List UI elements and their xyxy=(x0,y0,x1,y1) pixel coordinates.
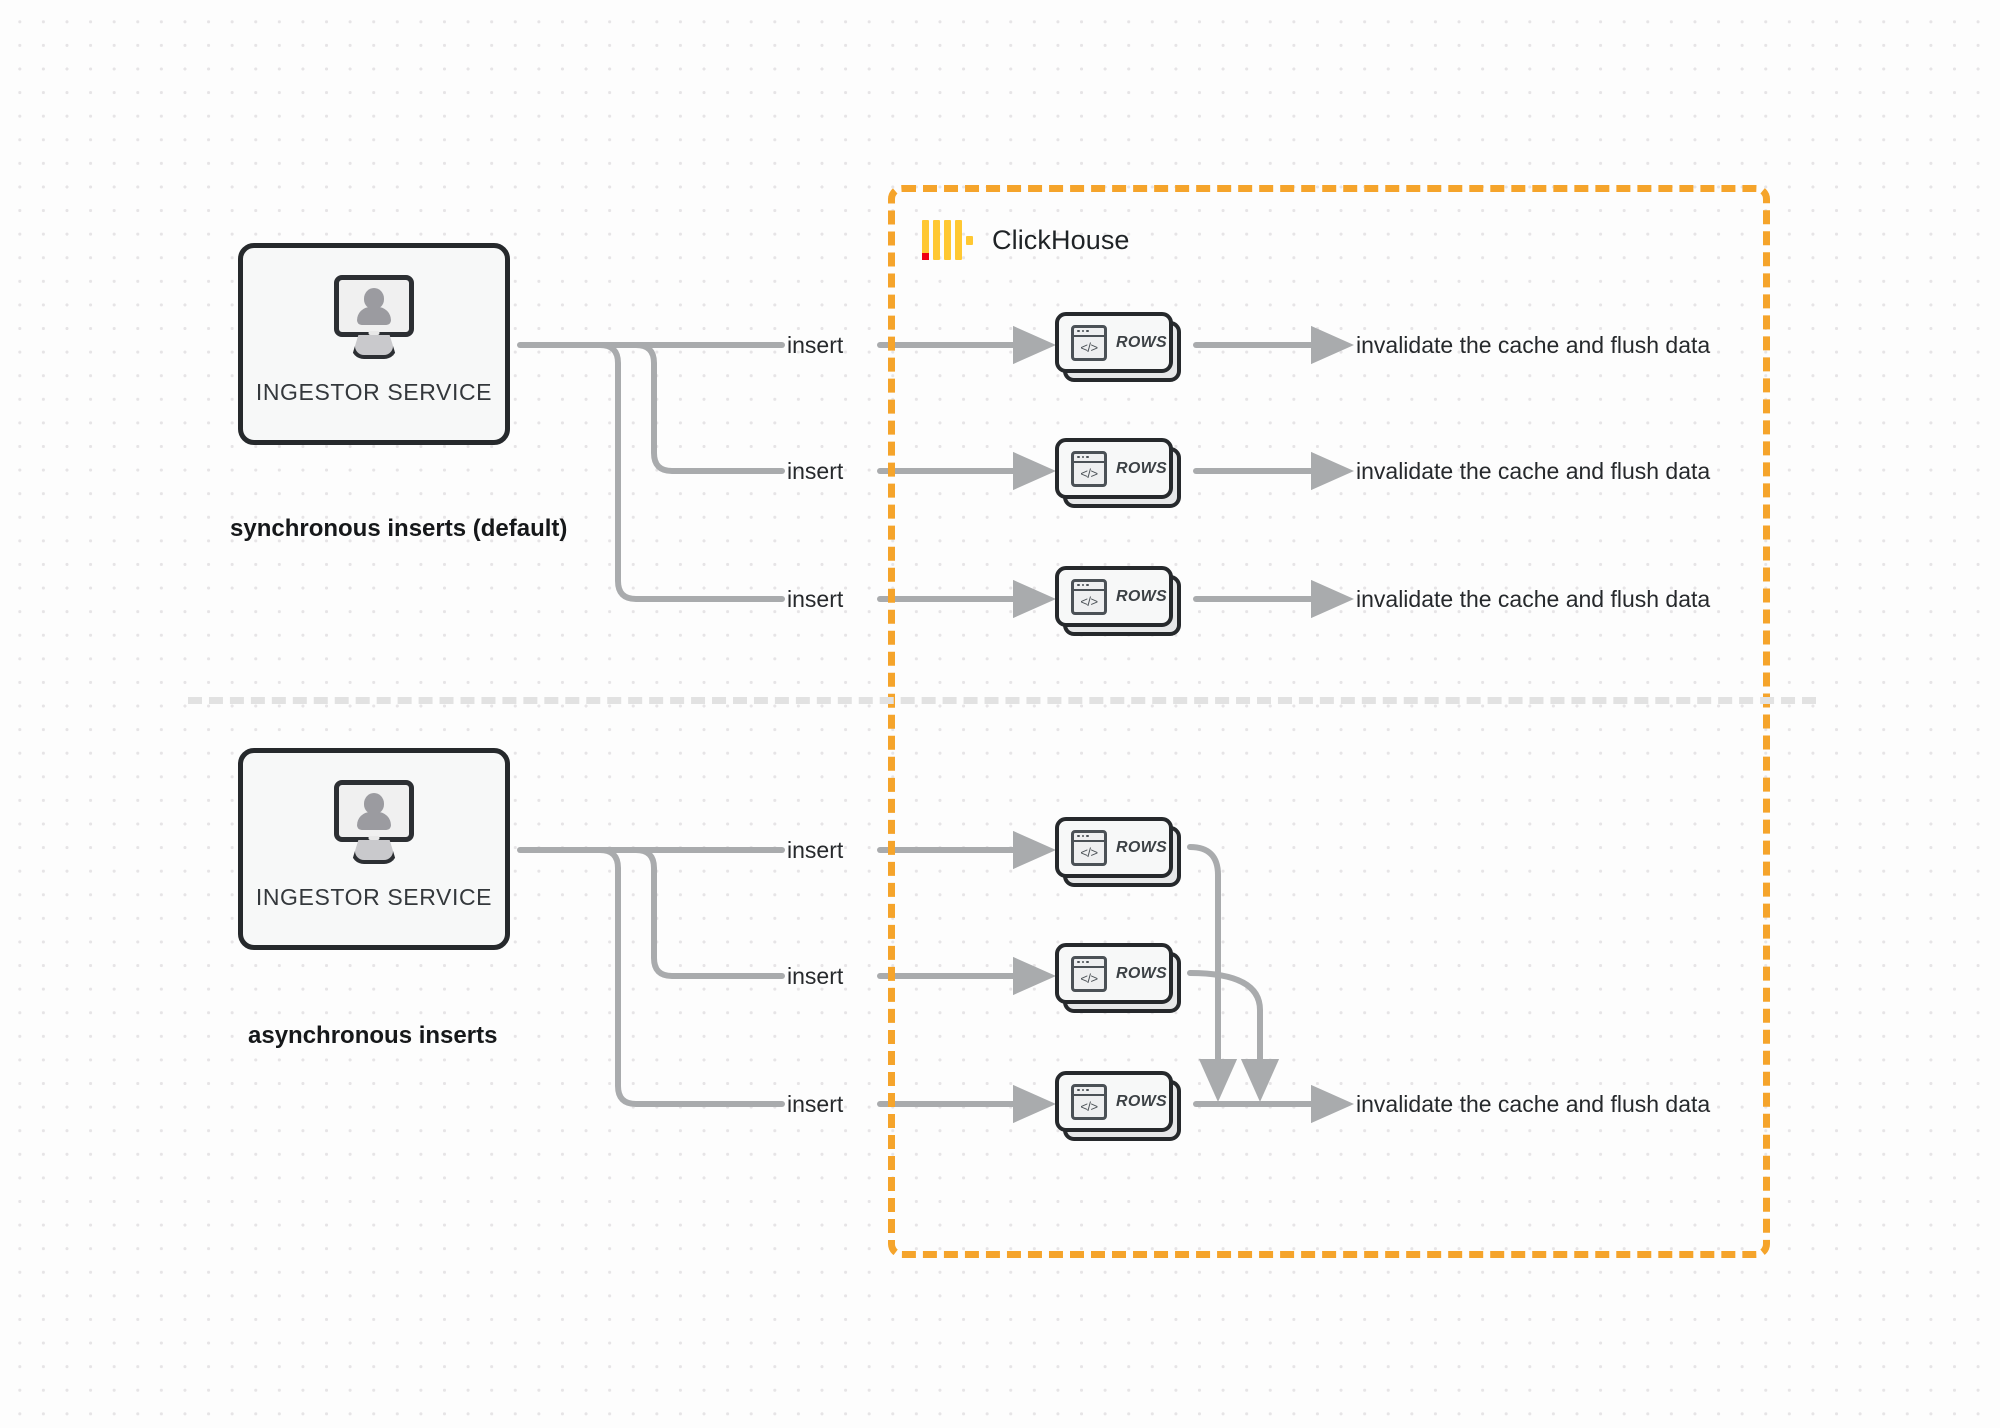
ingestor-service-async[interactable]: INGESTOR SERVICE xyxy=(238,748,510,950)
async-fanout-lines xyxy=(517,847,785,1107)
insert-label-sync-3: insert xyxy=(787,586,844,612)
rows-card-sync-2[interactable]: </> ROWS xyxy=(1055,438,1181,508)
code-glyph: </> xyxy=(1080,844,1098,860)
sync-insert-arrows xyxy=(877,325,1056,619)
rows-card-async-1[interactable]: </> ROWS xyxy=(1055,817,1181,887)
insert-label-sync-1: insert xyxy=(787,332,844,358)
monitor-user-icon xyxy=(326,780,422,864)
outcome-label-async-merged: invalidate the cache and flush data xyxy=(1356,1091,1711,1117)
rows-card-label-async-2: ROWS xyxy=(1116,964,1167,982)
rows-card-front-async-3: </> ROWS xyxy=(1055,1071,1173,1132)
code-window-icon: </> xyxy=(1071,450,1107,487)
rows-card-label-async-1: ROWS xyxy=(1116,838,1167,856)
rows-card-front-sync-1: </> ROWS xyxy=(1055,312,1173,373)
section-divider xyxy=(188,697,1816,704)
code-window-icon: </> xyxy=(1071,324,1107,361)
insert-label-async-1: insert xyxy=(787,837,844,863)
outcome-label-sync-3: invalidate the cache and flush data xyxy=(1356,586,1711,612)
code-window-icon: </> xyxy=(1071,829,1107,866)
rows-card-front-sync-2: </> ROWS xyxy=(1055,438,1173,499)
code-window-icon: </> xyxy=(1071,578,1107,615)
monitor-user-icon xyxy=(326,275,422,359)
async-merge-lines xyxy=(1187,844,1354,1124)
section-caption-async: asynchronous inserts xyxy=(248,1022,498,1049)
async-insert-arrows xyxy=(877,830,1056,1124)
rows-card-sync-1[interactable]: </> ROWS xyxy=(1055,312,1181,382)
insert-label-async-3: insert xyxy=(787,1091,844,1117)
rows-card-label-sync-2: ROWS xyxy=(1116,459,1167,477)
insert-label-async-2: insert xyxy=(787,963,844,989)
rows-card-async-2[interactable]: </> ROWS xyxy=(1055,943,1181,1013)
clickhouse-brand-name: ClickHouse xyxy=(992,224,1130,255)
ingestor-service-label-sync: INGESTOR SERVICE xyxy=(255,379,493,405)
rows-card-front-sync-3: </> ROWS xyxy=(1055,566,1173,627)
code-window-icon: </> xyxy=(1071,955,1107,992)
sync-outcome-arrows xyxy=(1193,325,1354,619)
code-glyph: </> xyxy=(1080,593,1098,609)
ingestor-service-sync[interactable]: INGESTOR SERVICE xyxy=(238,243,510,445)
rows-card-async-3[interactable]: </> ROWS xyxy=(1055,1071,1181,1141)
code-glyph: </> xyxy=(1080,970,1098,986)
code-glyph: </> xyxy=(1080,339,1098,355)
sync-fanout-lines xyxy=(517,342,785,602)
clickhouse-logo-icon xyxy=(922,220,973,260)
insert-label-sync-2: insert xyxy=(787,458,844,484)
code-glyph: </> xyxy=(1080,465,1098,481)
outcome-label-sync-2: invalidate the cache and flush data xyxy=(1356,458,1711,484)
ingestor-service-label-async: INGESTOR SERVICE xyxy=(255,884,493,910)
rows-card-front-async-2: </> ROWS xyxy=(1055,943,1173,1004)
rows-card-label-sync-3: ROWS xyxy=(1116,587,1167,605)
clickhouse-brand: ClickHouse xyxy=(922,220,1130,260)
outcome-label-sync-1: invalidate the cache and flush data xyxy=(1356,332,1711,358)
code-window-icon: </> xyxy=(1071,1083,1107,1120)
rows-card-front-async-1: </> ROWS xyxy=(1055,817,1173,878)
rows-card-label-sync-1: ROWS xyxy=(1116,333,1167,351)
rows-card-label-async-3: ROWS xyxy=(1116,1092,1167,1110)
section-caption-sync: synchronous inserts (default) xyxy=(230,515,568,542)
rows-card-sync-3[interactable]: </> ROWS xyxy=(1055,566,1181,636)
code-glyph: </> xyxy=(1080,1098,1098,1114)
